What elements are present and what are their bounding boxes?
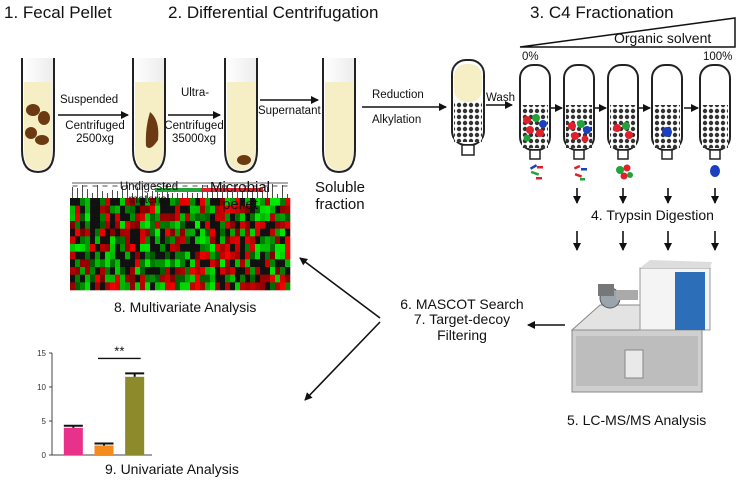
c4-column-loaded bbox=[451, 59, 485, 156]
label-microbial-line1: Microbial bbox=[209, 179, 270, 196]
tube-microbial bbox=[224, 58, 258, 174]
step-8-title: 8. Multivariate Analysis bbox=[114, 299, 257, 315]
arrow-to-univariate bbox=[304, 321, 381, 401]
label-undigested: Undigested material bbox=[112, 181, 186, 206]
step-9-title: 9. Univariate Analysis bbox=[105, 461, 239, 477]
label-undigested-line2: material bbox=[128, 193, 170, 206]
step-6-7-title: 6. MASCOT Search 7. Target-decoy Filteri… bbox=[392, 296, 532, 343]
label-ultra-centrifuged: Centrifuged 35000xg bbox=[162, 120, 226, 145]
label-supernatant: Supernatant bbox=[258, 105, 321, 117]
step-2-title: 2. Differential Centrifugation bbox=[168, 3, 379, 22]
label-undigested-line1: Undigested bbox=[119, 181, 179, 193]
step-4-title: 4. Trypsin Digestion bbox=[591, 207, 714, 223]
tube-fecal bbox=[21, 58, 55, 174]
label-centrifuged-line2: 2500xg bbox=[76, 132, 114, 145]
label-reduction: Reduction bbox=[372, 89, 424, 101]
step-3-title: 3. C4 Fractionation bbox=[530, 3, 674, 22]
fraction-columns bbox=[519, 64, 731, 160]
label-alkylation: Alkylation bbox=[372, 114, 422, 126]
mass-spectrometer-image bbox=[570, 260, 712, 393]
label-soluble-line2: fraction bbox=[315, 195, 365, 213]
label-100-percent: 100% bbox=[703, 51, 733, 63]
heatmap-dendrogram bbox=[72, 182, 288, 198]
label-ultra: Ultra- bbox=[166, 87, 224, 100]
organic-solvent-gradient bbox=[519, 17, 736, 48]
label-microbial-line2: pellet bbox=[222, 195, 258, 213]
label-suspended: Suspended bbox=[60, 94, 119, 106]
step-6-label: 6. MASCOT Search bbox=[400, 296, 524, 312]
fraction-column-5 bbox=[699, 64, 731, 160]
tube-soluble bbox=[322, 58, 356, 174]
trypsin-arrows bbox=[573, 188, 719, 251]
label-soluble-fraction: Soluble fraction bbox=[298, 179, 382, 213]
label-centrifuged: Centrifuged 2500xg bbox=[57, 120, 133, 145]
step-5-title: 5. LC-MS/MS Analysis bbox=[567, 412, 707, 428]
heatmap-group-bar bbox=[155, 188, 263, 192]
fraction-column-4 bbox=[651, 64, 683, 160]
label-0-percent: 0% bbox=[522, 51, 539, 63]
fraction-column-1 bbox=[519, 64, 551, 160]
label-organic-solvent: Organic solvent bbox=[614, 30, 712, 46]
step-7-label-line2: Filtering bbox=[437, 326, 487, 343]
label-microbial-pellet: Microbial pellet bbox=[198, 179, 282, 213]
label-soluble-line1: Soluble bbox=[314, 179, 366, 196]
arrow-to-multivariate bbox=[299, 257, 381, 319]
label-centrifuged-line1: Centrifuged bbox=[65, 120, 125, 132]
heatmap-grid bbox=[70, 198, 291, 291]
eluted-fragments bbox=[529, 164, 720, 181]
label-ultra-line3: 35000xg bbox=[171, 132, 217, 145]
fraction-column-3 bbox=[607, 64, 639, 160]
label-ultra-line2: Centrifuged bbox=[164, 120, 224, 132]
tube-undigested bbox=[132, 58, 166, 174]
label-ultra-line1: Ultra- bbox=[180, 87, 210, 99]
label-wash: Wash bbox=[486, 92, 515, 104]
step-1-title: 1. Fecal Pellet bbox=[4, 3, 112, 22]
step-7-label-line1: 7. Target-decoy bbox=[413, 311, 511, 328]
fraction-column-2 bbox=[563, 64, 595, 160]
